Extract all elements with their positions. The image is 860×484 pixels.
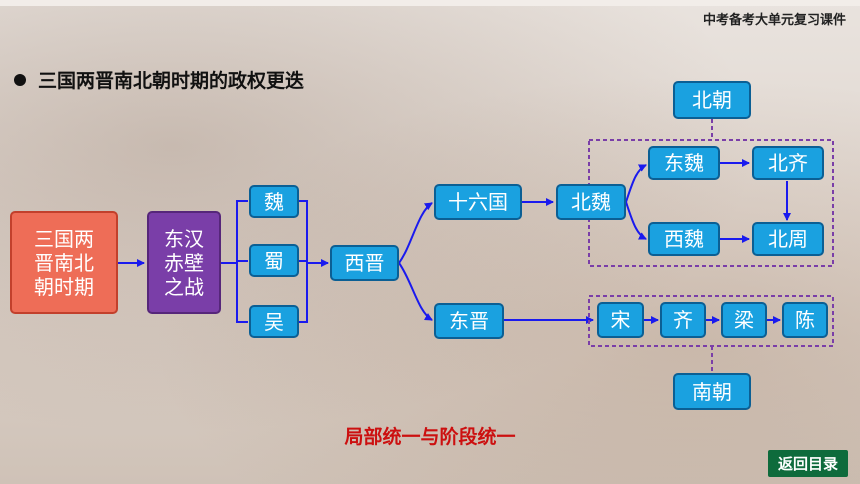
node-wei: 魏 <box>249 185 299 218</box>
node-start: 三国两 晋南北 朝时期 <box>10 211 118 314</box>
node-shu: 蜀 <box>249 244 299 277</box>
node-northern-zhou: 北周 <box>752 222 824 256</box>
back-to-contents-button[interactable]: 返回目录 <box>767 450 848 477</box>
node-northern-dynasties: 北朝 <box>673 81 751 119</box>
node-battle-line1: 东汉 <box>164 226 204 251</box>
node-start-line2: 晋南北 <box>34 250 94 275</box>
node-song: 宋 <box>597 302 644 338</box>
node-start-line3: 朝时期 <box>34 274 94 299</box>
top-bar <box>0 0 860 6</box>
node-eastern-wei: 东魏 <box>648 146 720 180</box>
arrow-to-western-wei <box>625 201 647 240</box>
section-heading: 三国两晋南北朝时期的政权更迭 <box>14 66 304 93</box>
node-battle: 东汉 赤壁 之战 <box>147 211 221 314</box>
arrow-to-eastern-jin <box>398 262 433 321</box>
node-western-jin: 西晋 <box>330 245 399 281</box>
node-eastern-jin: 东晋 <box>434 303 504 339</box>
node-northern-wei: 北魏 <box>556 184 626 220</box>
node-northern-qi: 北齐 <box>752 146 824 180</box>
node-start-line1: 三国两 <box>34 226 94 251</box>
arrow-to-eastern-wei <box>625 164 647 203</box>
bullet-icon <box>14 73 26 86</box>
node-western-wei: 西魏 <box>648 222 720 256</box>
node-chen: 陈 <box>782 302 828 338</box>
summary-text: 局部统一与阶段统一 <box>344 426 516 448</box>
node-sixteen-kingdoms: 十六国 <box>434 184 522 220</box>
node-liang: 梁 <box>721 302 767 338</box>
node-southern-dynasties: 南朝 <box>673 373 751 410</box>
northern-dynasties-frame <box>588 139 834 267</box>
course-title: 中考备考大单元复习课件 <box>702 13 846 28</box>
node-qi: 齐 <box>660 302 706 338</box>
node-battle-line3: 之战 <box>164 274 204 299</box>
arrow-to-sixteen-kingdoms <box>398 202 433 264</box>
section-heading-text: 三国两晋南北朝时期的政权更迭 <box>38 70 305 92</box>
node-wu: 吴 <box>249 305 299 338</box>
node-battle-line2: 赤壁 <box>164 250 204 275</box>
